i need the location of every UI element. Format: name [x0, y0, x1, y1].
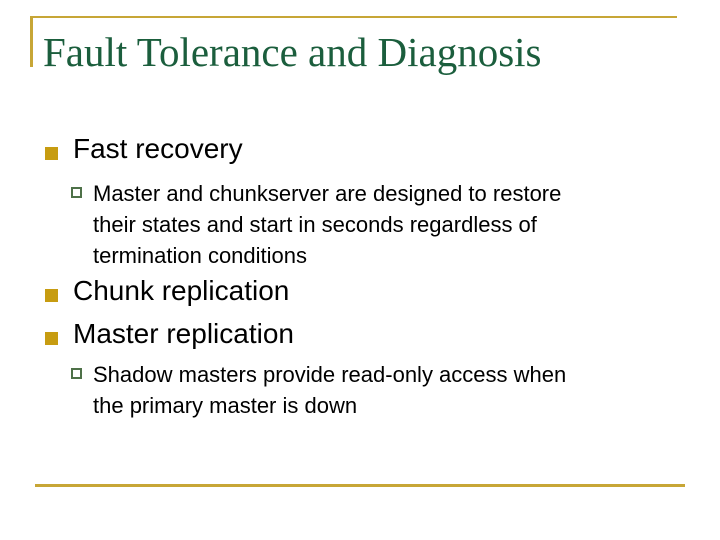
bullet-text: Fast recovery — [73, 133, 243, 164]
bottom-horizontal-rule — [35, 484, 685, 487]
sub-bullet-text: Shadow masters provide read-only access … — [93, 362, 567, 418]
filled-square-bullet-icon — [45, 332, 58, 345]
sub-bullet-item-master-chunkserver: Master and chunkserver are designed to r… — [71, 178, 561, 271]
filled-square-bullet-icon — [45, 147, 58, 160]
title-accent-vertical-rule — [30, 16, 33, 67]
bullet-item-master-replication: Master replication — [45, 316, 294, 351]
hollow-square-bullet-icon — [71, 368, 82, 379]
slide-title: Fault Tolerance and Diagnosis — [43, 29, 542, 75]
bullet-item-chunk-replication: Chunk replication — [45, 273, 289, 308]
top-horizontal-rule — [31, 16, 677, 18]
filled-square-bullet-icon — [45, 289, 58, 302]
sub-bullet-text: Master and chunkserver are designed to r… — [93, 181, 562, 268]
bullet-item-fast-recovery: Fast recovery — [45, 131, 243, 166]
hollow-square-bullet-icon — [71, 187, 82, 198]
bullet-text: Master replication — [73, 318, 294, 349]
bullet-text: Chunk replication — [73, 275, 290, 306]
sub-bullet-item-shadow-masters: Shadow masters provide read-only access … — [71, 359, 566, 421]
